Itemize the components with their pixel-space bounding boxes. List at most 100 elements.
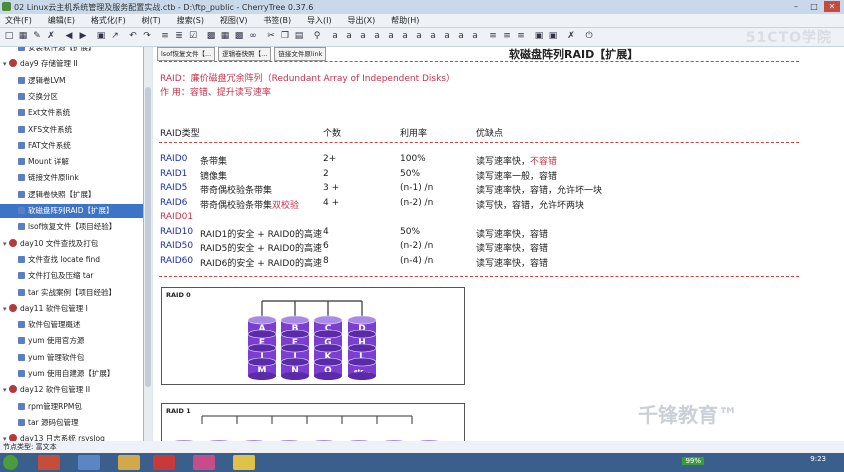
expander-arrow-icon[interactable]: ▾ (3, 435, 7, 441)
tree-day-node[interactable]: ▾day10 文件查找及打包 (0, 237, 143, 251)
tree-node[interactable]: Mount 详解 (0, 155, 143, 169)
tree-node[interactable]: rpm管理RPM包 (0, 400, 143, 414)
quit-icon[interactable]: ⏻ (585, 31, 593, 41)
rich-text-editor[interactable]: lsof恢复文件【...逻辑卷快照【...链接文件原link 软磁盘阵列RAID… (153, 47, 844, 441)
menu-search[interactable]: 搜索(S) (176, 16, 204, 25)
expander-arrow-icon[interactable]: ▾ (3, 386, 7, 395)
menu-help[interactable]: 帮助(H) (391, 16, 420, 25)
save-icon[interactable]: ▣ (96, 31, 106, 41)
tree-node[interactable]: tar 实战案例【项目经验】 (0, 286, 143, 300)
highlight-color-icon[interactable]: ▣ (548, 31, 558, 41)
undo-icon[interactable]: ↶ (129, 31, 137, 41)
tree-day-node[interactable]: ▾day11 软件包管理 I (0, 302, 143, 316)
tree-node[interactable]: yum 使用自建源【扩展】 (0, 367, 143, 381)
maximize-button[interactable]: □ (810, 2, 818, 11)
tree-scrollbar[interactable] (144, 47, 152, 441)
tree-node[interactable]: lsof恢复文件【项目经验】 (0, 220, 143, 234)
expander-arrow-icon[interactable]: ▾ (3, 304, 7, 313)
insert-codebox-icon[interactable]: ▩ (234, 31, 244, 41)
todo-list-icon[interactable]: ☑ (188, 31, 198, 41)
tree-scrollbar-thumb[interactable] (145, 87, 151, 387)
start-button[interactable] (3, 455, 18, 470)
raid1-disk-top (244, 440, 264, 441)
close-button[interactable]: ✕ (824, 1, 840, 12)
tree-day-node[interactable]: ▾day9 存储管理 II (0, 57, 143, 71)
minimize-button[interactable]: – (794, 2, 798, 11)
tree-node[interactable]: FAT文件系统 (0, 139, 143, 153)
menu-edit[interactable]: 编辑(E) (47, 16, 76, 25)
tree-node[interactable]: 安装软件源【扩展】 (0, 47, 143, 55)
superscript-icon[interactable]: a (444, 31, 450, 41)
monospace-icon[interactable]: a (472, 31, 478, 41)
tab-link[interactable]: 链接文件原link (274, 47, 327, 61)
cut-icon[interactable]: ✂ (267, 31, 275, 41)
align-left-icon[interactable]: ≡ (489, 31, 497, 41)
text-color-icon[interactable]: ▣ (534, 31, 544, 41)
clear-format-icon[interactable]: ✗ (567, 31, 575, 41)
heading1-icon[interactable]: a (388, 31, 394, 41)
tab-lsof[interactable]: lsof恢复文件【... (157, 47, 216, 61)
taskbar-cherrytree-icon[interactable] (153, 455, 175, 470)
heading2-icon[interactable]: a (402, 31, 408, 41)
bold-icon[interactable]: a (332, 31, 338, 41)
align-center-icon[interactable]: ≡ (503, 31, 511, 41)
tree-node[interactable]: 文件查找 locate find (0, 253, 143, 267)
heading3-icon[interactable]: a (416, 31, 422, 41)
underline-icon[interactable]: a (360, 31, 366, 41)
tree-node[interactable]: Ext文件系统 (0, 106, 143, 120)
menu-import[interactable]: 导入(I) (307, 16, 332, 25)
add-subnode-icon[interactable]: ▦ (18, 31, 28, 41)
tree-node[interactable]: 软磁盘阵列RAID【扩展】 (0, 204, 143, 218)
tree-node[interactable]: yum 使用官方源 (0, 334, 143, 348)
menu-export[interactable]: 导出(X) (347, 16, 376, 25)
tree-day-node[interactable]: ▾day13 日志系统 rsyslog (0, 432, 143, 441)
taskbar-app-icon[interactable] (233, 455, 255, 470)
tree-node[interactable]: 逻辑卷快照【扩展】 (0, 188, 143, 202)
insert-image-icon[interactable]: ▩ (206, 31, 216, 41)
menu-format[interactable]: 格式化(F) (90, 16, 126, 25)
insert-table-icon[interactable]: ▦ (220, 31, 230, 41)
menu-bookmarks[interactable]: 书签(B) (263, 16, 292, 25)
italic-icon[interactable]: a (346, 31, 352, 41)
back-icon[interactable]: ◀ (65, 31, 73, 41)
raid-name-text: 条带集 (200, 157, 228, 167)
strikethrough-icon[interactable]: a (374, 31, 380, 41)
rename-node-icon[interactable]: ✎ (33, 31, 41, 41)
menu-tree[interactable]: 树(T) (141, 16, 161, 25)
add-node-icon[interactable]: □ (4, 31, 14, 41)
tree-node[interactable]: 逻辑卷LVM (0, 74, 143, 88)
menu-view[interactable]: 视图(V) (219, 16, 248, 25)
paste-icon[interactable]: ▤ (294, 31, 304, 41)
menu-file[interactable]: 文件(F) (5, 16, 32, 25)
tab-lvm-snapshot[interactable]: 逻辑卷快照【... (218, 47, 272, 61)
bullet-list-icon[interactable]: ≡ (161, 31, 169, 41)
dashed-divider (159, 61, 799, 62)
tree-node[interactable]: 链接文件原link (0, 171, 143, 185)
subscript-icon[interactable]: a (458, 31, 464, 41)
tree-node[interactable]: 文件打包及压缩 tar (0, 269, 143, 283)
expander-arrow-icon[interactable]: ▾ (3, 239, 7, 248)
copy-icon[interactable]: ❐ (280, 31, 290, 41)
tree-day-node[interactable]: ▾day12 软件包管理 II (0, 383, 143, 397)
align-right-icon[interactable]: ≡ (517, 31, 525, 41)
insert-link-icon[interactable]: ∞ (249, 31, 257, 41)
tree-node[interactable]: 交换分区 (0, 90, 143, 104)
tree-node[interactable]: yum 管理软件包 (0, 351, 143, 365)
forward-icon[interactable]: ▶ (79, 31, 87, 41)
taskbar-app-icon[interactable] (193, 455, 215, 470)
tree-node[interactable]: 软件包管理概述 (0, 318, 143, 332)
redo-icon[interactable]: ↷ (143, 31, 151, 41)
delete-node-icon[interactable]: ✗ (47, 31, 55, 41)
raid-pros-text: 读写速率快，容错 (476, 244, 549, 254)
small-text-icon[interactable]: a (430, 31, 436, 41)
raid-usage-cell: 50% (400, 227, 420, 237)
taskbar-app-icon[interactable] (78, 455, 100, 470)
find-icon[interactable]: ⚲ (313, 31, 321, 41)
export-icon[interactable]: ↗ (111, 31, 119, 41)
tree-node[interactable]: XFS文件系统 (0, 123, 143, 137)
expander-arrow-icon[interactable]: ▾ (3, 60, 7, 69)
numbered-list-icon[interactable]: ≣ (175, 31, 183, 41)
taskbar-folder-icon[interactable] (118, 455, 140, 470)
taskbar-app-icon[interactable] (38, 455, 60, 470)
tree-node[interactable]: tar 源码包管理 (0, 416, 143, 430)
